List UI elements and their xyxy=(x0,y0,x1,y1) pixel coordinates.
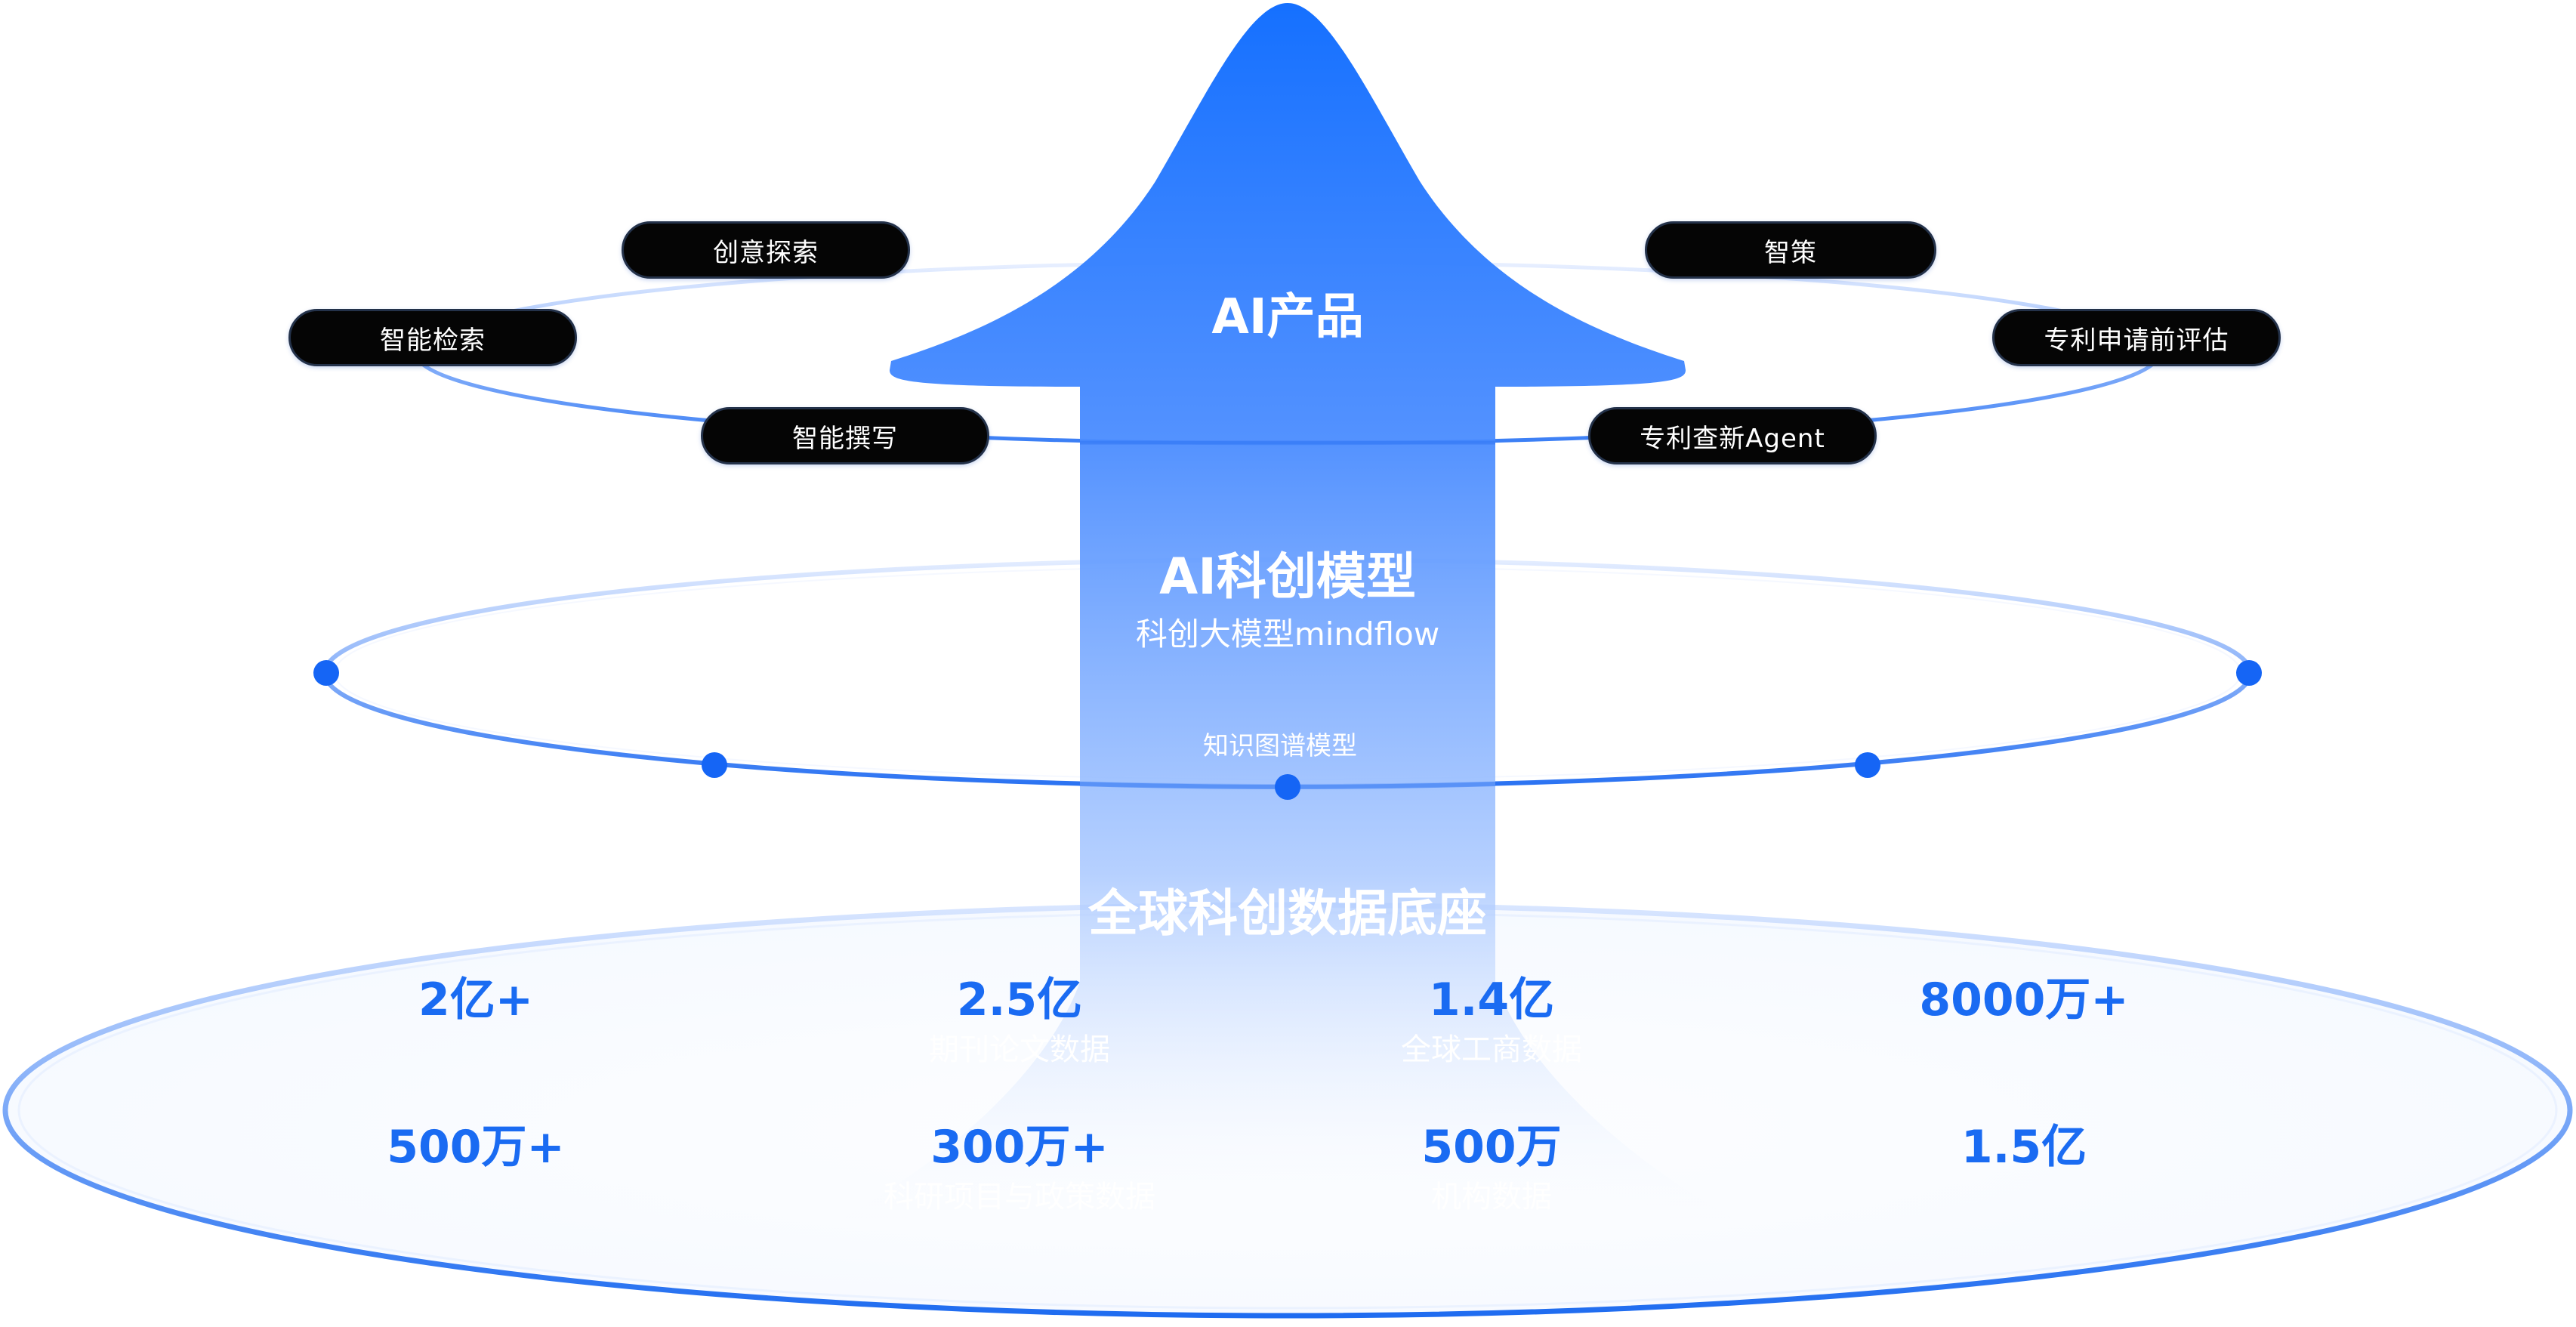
stat-item: 2.5亿 期刊论文数据 xyxy=(823,973,1216,1071)
stat-value: 8000万+ xyxy=(1919,974,2129,1026)
knowledge-graph-label: 知识图谱模型 xyxy=(1203,731,1357,761)
stat-item: 2亿+ xyxy=(279,973,672,1029)
stat-value: 2.5亿 xyxy=(956,974,1083,1026)
stat-item: 500万 机构数据 xyxy=(1295,1120,1688,1218)
data-base-layer-title: 全球科创数据底座 xyxy=(1088,884,1487,943)
stat-label: 机构数据 xyxy=(1431,1180,1552,1214)
stat-value: 1.5亿 xyxy=(1961,1121,2087,1174)
stat-value: 1.4亿 xyxy=(1428,974,1555,1026)
stat-item: 1.5亿 xyxy=(1828,1120,2220,1176)
upward-arrow xyxy=(785,3,1790,1246)
stat-item: 300万+ 科研项目与政策数据 xyxy=(823,1120,1216,1218)
stat-value: 500万 xyxy=(1421,1121,1562,1174)
product-pill-creative-exploration[interactable]: 创意探索 xyxy=(622,221,910,279)
product-pill-smart-search[interactable]: 智能检索 xyxy=(288,309,577,366)
stat-value: 2亿+ xyxy=(418,974,534,1026)
stat-item: 500万+ xyxy=(279,1120,672,1176)
product-pill-zhice[interactable]: 智策 xyxy=(1645,221,1936,279)
stat-item: 8000万+ xyxy=(1828,973,2220,1029)
stat-value: 300万+ xyxy=(930,1121,1109,1174)
stat-label: 科研项目与政策数据 xyxy=(884,1180,1155,1214)
node-dot xyxy=(702,752,727,778)
model-ring-nodes xyxy=(313,660,2262,800)
product-pill-patent-novelty-agent[interactable]: 专利查新Agent xyxy=(1588,407,1877,464)
node-dot xyxy=(2236,660,2262,686)
node-dot xyxy=(1275,774,1300,800)
models-layer-subtitle: 科创大模型mindflow xyxy=(1135,616,1440,653)
product-pill-patent-pre-evaluation[interactable]: 专利申请前评估 xyxy=(1992,309,2281,366)
product-pill-smart-writing[interactable]: 智能撰写 xyxy=(701,407,989,464)
products-layer-title: AI产品 xyxy=(1211,289,1364,345)
node-dot xyxy=(313,660,339,686)
stat-item: 1.4亿 全球工商数据 xyxy=(1295,973,1688,1071)
stat-label: 期刊论文数据 xyxy=(929,1032,1110,1067)
models-layer-title: AI科创模型 xyxy=(1159,548,1416,606)
node-dot xyxy=(1855,752,1880,778)
stat-label: 全球工商数据 xyxy=(1401,1032,1582,1067)
stat-value: 500万+ xyxy=(387,1121,565,1174)
